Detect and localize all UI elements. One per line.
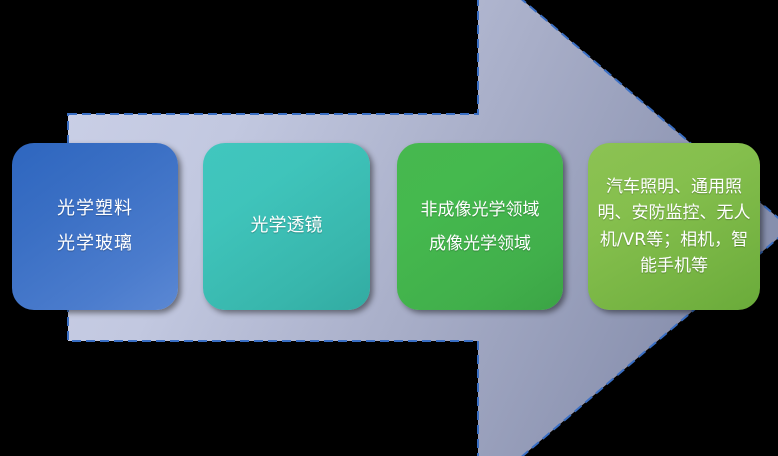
stage-box-optical-lens[interactable]: 光学透镜 [203, 143, 370, 310]
stage-label-line: 光学塑料 [57, 198, 133, 220]
stage-label-line: 成像光学领域 [429, 233, 531, 254]
stage-label-line: 汽车照明、通用照明、安防监控、无人机/VR等；相机，智能手机等 [597, 176, 751, 276]
stage-label-line: 光学透镜 [250, 215, 323, 237]
stage-box-optical-materials[interactable]: 光学塑料 光学玻璃 [12, 143, 178, 310]
stage-label-line: 光学玻璃 [57, 232, 133, 254]
stage-box-optical-fields[interactable]: 非成像光学领域 成像光学领域 [397, 143, 563, 310]
stage-label-line: 非成像光学领域 [420, 199, 540, 220]
stage-box-end-applications[interactable]: 汽车照明、通用照明、安防监控、无人机/VR等；相机，智能手机等 [588, 143, 760, 310]
